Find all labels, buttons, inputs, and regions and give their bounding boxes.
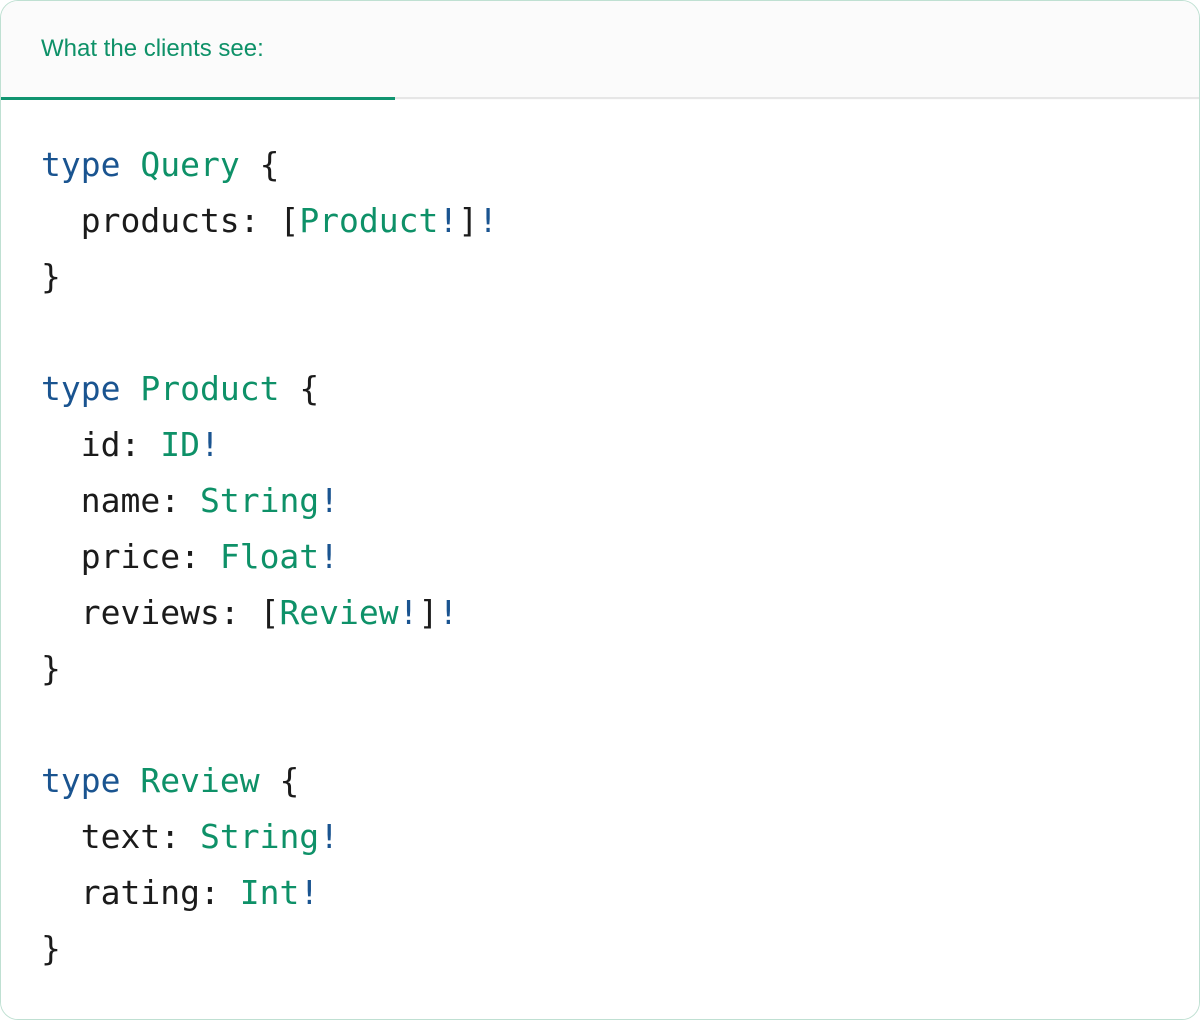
- code-token-plain: [260, 761, 280, 800]
- code-token-name: name: [41, 481, 161, 520]
- code-token-punc: }: [41, 649, 61, 688]
- code-token-type: Float: [219, 537, 320, 576]
- code-line: rating: Int!: [41, 865, 1199, 921]
- code-token-bang: !: [478, 201, 499, 240]
- code-line: }: [41, 921, 1199, 977]
- code-token-kw: type: [41, 761, 121, 800]
- code-token-name: id: [41, 425, 121, 464]
- code-line: type Review {: [41, 753, 1199, 809]
- code-line: products: [Product!]!: [41, 193, 1199, 249]
- code-token-type: Product: [299, 201, 439, 240]
- code-token-plain: [279, 369, 299, 408]
- code-token-punc: :: [219, 593, 260, 632]
- code-token-punc: ]: [458, 201, 479, 240]
- code-token-punc: ]: [418, 593, 439, 632]
- tab-label: What the clients see:: [41, 35, 264, 62]
- code-token-punc: [: [259, 593, 280, 632]
- code-line: price: Float!: [41, 529, 1199, 585]
- code-line: text: String!: [41, 809, 1199, 865]
- code-token-bang: !: [319, 481, 340, 520]
- code-token-type: Query: [140, 145, 240, 184]
- code-token-kw: type: [41, 369, 121, 408]
- code-line: id: ID!: [41, 417, 1199, 473]
- code-token-bang: !: [438, 593, 459, 632]
- tab-strip-divider: [1, 97, 1199, 99]
- code-token-plain: [240, 145, 260, 184]
- code-token-plain: [120, 369, 140, 408]
- code-token-name: price: [41, 537, 181, 576]
- code-token-kw: type: [41, 145, 121, 184]
- code-token-punc: :: [160, 817, 200, 856]
- code-line: }: [41, 249, 1199, 305]
- code-token-bang: !: [319, 817, 340, 856]
- code-token-plain: [120, 761, 140, 800]
- code-line: [41, 305, 1199, 361]
- code-token-bang: !: [319, 537, 340, 576]
- code-token-name: rating: [41, 873, 200, 912]
- code-token-type: String: [199, 481, 320, 520]
- code-token-name: products: [41, 201, 240, 240]
- code-token-punc: :: [199, 873, 240, 912]
- graphql-schema-code: type Query { products: [Product!]!} type…: [41, 137, 1199, 977]
- tab-what-the-clients-see[interactable]: What the clients see:: [1, 1, 395, 100]
- code-token-punc: {: [259, 145, 280, 184]
- code-token-type: Int: [239, 873, 300, 912]
- code-token-punc: :: [180, 537, 220, 576]
- code-token-name: text: [41, 817, 161, 856]
- code-token-type: String: [199, 817, 320, 856]
- code-token-plain: [120, 145, 140, 184]
- code-token-bang: !: [199, 425, 220, 464]
- code-token-type: Review: [279, 593, 399, 632]
- code-token-punc: }: [41, 257, 61, 296]
- code-line: }: [41, 641, 1199, 697]
- code-token-bang: !: [438, 201, 459, 240]
- code-token-punc: }: [41, 929, 61, 968]
- code-line: type Query {: [41, 137, 1199, 193]
- code-line: type Product {: [41, 361, 1199, 417]
- code-line: name: String!: [41, 473, 1199, 529]
- code-token-bang: !: [299, 873, 320, 912]
- code-token-punc: :: [239, 201, 280, 240]
- code-viewer: type Query { products: [Product!]!} type…: [1, 100, 1199, 1019]
- code-line: reviews: [Review!]!: [41, 585, 1199, 641]
- code-token-punc: {: [279, 761, 300, 800]
- code-token-type: Review: [140, 761, 260, 800]
- code-token-type: ID: [160, 425, 200, 464]
- code-line: [41, 697, 1199, 753]
- code-token-punc: [: [279, 201, 300, 240]
- code-token-punc: :: [160, 481, 200, 520]
- tab-strip: What the clients see:: [1, 1, 1199, 100]
- code-token-name: reviews: [41, 593, 220, 632]
- code-token-bang: !: [398, 593, 419, 632]
- code-token-type: Product: [140, 369, 280, 408]
- tab-active-underline: [1, 97, 395, 100]
- code-token-punc: {: [299, 369, 320, 408]
- code-token-punc: :: [120, 425, 161, 464]
